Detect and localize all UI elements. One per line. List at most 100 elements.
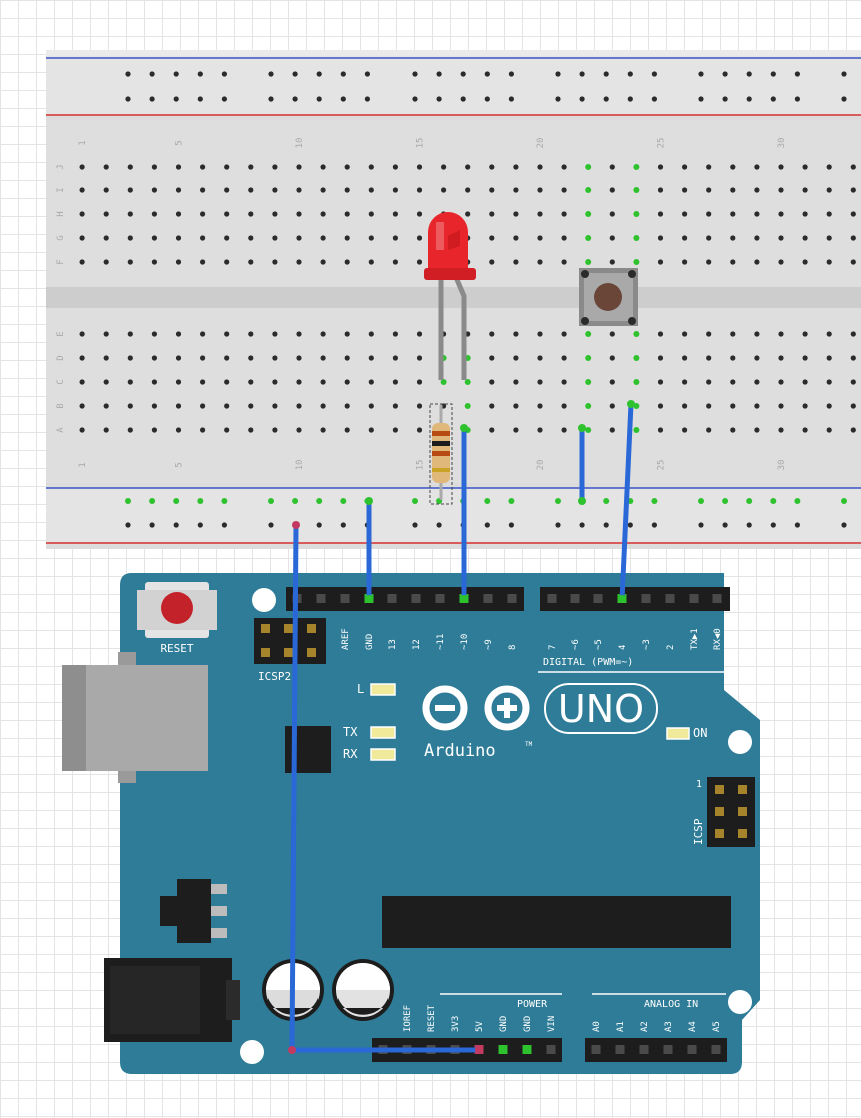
breadboard-hole[interactable] bbox=[609, 403, 615, 409]
rail-hole[interactable] bbox=[436, 71, 442, 77]
breadboard-hole[interactable] bbox=[730, 211, 736, 217]
breadboard-hole[interactable] bbox=[392, 379, 398, 385]
rail-hole[interactable] bbox=[794, 96, 801, 102]
breadboard-hole[interactable] bbox=[320, 235, 326, 241]
rail-hole[interactable] bbox=[579, 71, 585, 77]
breadboard-hole[interactable] bbox=[585, 355, 592, 361]
breadboard-hole[interactable] bbox=[320, 355, 326, 361]
breadboard-hole[interactable] bbox=[537, 427, 543, 433]
breadboard-hole[interactable] bbox=[778, 331, 784, 337]
breadboard-hole[interactable] bbox=[657, 427, 664, 433]
breadboard-hole[interactable] bbox=[175, 355, 182, 361]
breadboard-hole[interactable] bbox=[826, 187, 832, 193]
breadboard-hole[interactable] bbox=[272, 235, 278, 241]
breadboard-hole[interactable] bbox=[127, 164, 133, 170]
rail-hole[interactable] bbox=[651, 71, 658, 77]
breadboard-hole[interactable] bbox=[416, 164, 423, 170]
breadboard-hole[interactable] bbox=[585, 259, 592, 265]
breadboard-hole[interactable] bbox=[248, 164, 254, 170]
rail-hole[interactable] bbox=[484, 71, 490, 77]
header-pin[interactable] bbox=[316, 594, 326, 603]
rail-hole[interactable] bbox=[292, 498, 299, 504]
breadboard-hole[interactable] bbox=[778, 164, 784, 170]
breadboard-hole[interactable] bbox=[200, 427, 206, 433]
breadboard-hole[interactable] bbox=[320, 331, 326, 337]
header-pin[interactable] bbox=[712, 594, 722, 603]
rail-hole[interactable] bbox=[555, 522, 561, 528]
breadboard-hole[interactable] bbox=[151, 259, 157, 265]
breadboard-hole[interactable] bbox=[79, 187, 85, 193]
breadboard-hole[interactable] bbox=[368, 355, 374, 361]
header-pin[interactable] bbox=[411, 594, 421, 603]
reset-button[interactable] bbox=[137, 582, 217, 638]
rail-hole[interactable] bbox=[436, 522, 442, 528]
rail-hole[interactable] bbox=[698, 96, 704, 102]
breadboard-hole[interactable] bbox=[175, 211, 182, 217]
header-pin[interactable] bbox=[546, 1045, 556, 1054]
breadboard-hole[interactable] bbox=[657, 187, 664, 193]
rail-hole[interactable] bbox=[698, 522, 704, 528]
breadboard-hole[interactable] bbox=[489, 235, 495, 241]
breadboard-hole[interactable] bbox=[754, 331, 760, 337]
breadboard-hole[interactable] bbox=[850, 355, 856, 361]
breadboard-hole[interactable] bbox=[127, 427, 133, 433]
breadboard-hole[interactable] bbox=[609, 355, 615, 361]
breadboard-hole[interactable] bbox=[513, 259, 519, 265]
rail-hole[interactable] bbox=[770, 96, 776, 102]
breadboard-hole[interactable] bbox=[296, 164, 302, 170]
breadboard-hole[interactable] bbox=[730, 427, 736, 433]
breadboard-hole[interactable] bbox=[127, 259, 133, 265]
rail-hole[interactable] bbox=[197, 522, 203, 528]
rail-hole[interactable] bbox=[173, 96, 179, 102]
breadboard-hole[interactable] bbox=[778, 211, 784, 217]
rail-hole[interactable] bbox=[651, 498, 658, 504]
rail-hole[interactable] bbox=[794, 498, 801, 504]
breadboard-hole[interactable] bbox=[754, 211, 760, 217]
breadboard-hole[interactable] bbox=[633, 427, 640, 433]
rail-hole[interactable] bbox=[364, 71, 370, 77]
pushbutton[interactable] bbox=[579, 268, 638, 326]
rail-hole[interactable] bbox=[125, 96, 131, 102]
breadboard-hole[interactable] bbox=[754, 164, 760, 170]
breadboard-hole[interactable] bbox=[657, 403, 664, 409]
breadboard-hole[interactable] bbox=[850, 259, 856, 265]
rail-hole[interactable] bbox=[603, 498, 610, 504]
breadboard-hole[interactable] bbox=[682, 331, 688, 337]
header-pin[interactable] bbox=[570, 594, 580, 603]
breadboard-hole[interactable] bbox=[850, 235, 856, 241]
breadboard-hole[interactable] bbox=[489, 427, 495, 433]
breadboard-hole[interactable] bbox=[296, 403, 302, 409]
breadboard-hole[interactable] bbox=[103, 211, 109, 217]
breadboard-hole[interactable] bbox=[754, 355, 760, 361]
breadboard-hole[interactable] bbox=[609, 187, 615, 193]
rail-hole[interactable] bbox=[412, 96, 418, 102]
rail-hole[interactable] bbox=[698, 498, 704, 504]
breadboard-hole[interactable] bbox=[537, 355, 543, 361]
breadboard-hole[interactable] bbox=[682, 235, 688, 241]
breadboard-hole[interactable] bbox=[561, 379, 567, 385]
breadboard-hole[interactable] bbox=[224, 379, 230, 385]
breadboard-hole[interactable] bbox=[224, 427, 230, 433]
breadboard-hole[interactable] bbox=[561, 164, 567, 170]
breadboard-hole[interactable] bbox=[513, 427, 519, 433]
breadboard-hole[interactable] bbox=[79, 164, 85, 170]
rail-hole[interactable] bbox=[484, 498, 491, 504]
breadboard-hole[interactable] bbox=[561, 187, 567, 193]
breadboard-hole[interactable] bbox=[633, 187, 640, 193]
rail-hole[interactable] bbox=[722, 71, 728, 77]
breadboard-hole[interactable] bbox=[200, 211, 206, 217]
breadboard-hole[interactable] bbox=[320, 211, 326, 217]
rail-hole[interactable] bbox=[722, 498, 729, 504]
breadboard-hole[interactable] bbox=[778, 403, 784, 409]
breadboard-hole[interactable] bbox=[730, 403, 736, 409]
breadboard-hole[interactable] bbox=[103, 379, 109, 385]
breadboard-hole[interactable] bbox=[416, 403, 423, 409]
breadboard-hole[interactable] bbox=[513, 187, 519, 193]
breadboard-hole[interactable] bbox=[151, 379, 157, 385]
breadboard-hole[interactable] bbox=[585, 164, 592, 170]
breadboard-hole[interactable] bbox=[682, 187, 688, 193]
breadboard-hole[interactable] bbox=[392, 331, 398, 337]
rail-hole[interactable] bbox=[460, 96, 466, 102]
rail-hole[interactable] bbox=[746, 71, 752, 77]
rail-hole[interactable] bbox=[316, 71, 322, 77]
